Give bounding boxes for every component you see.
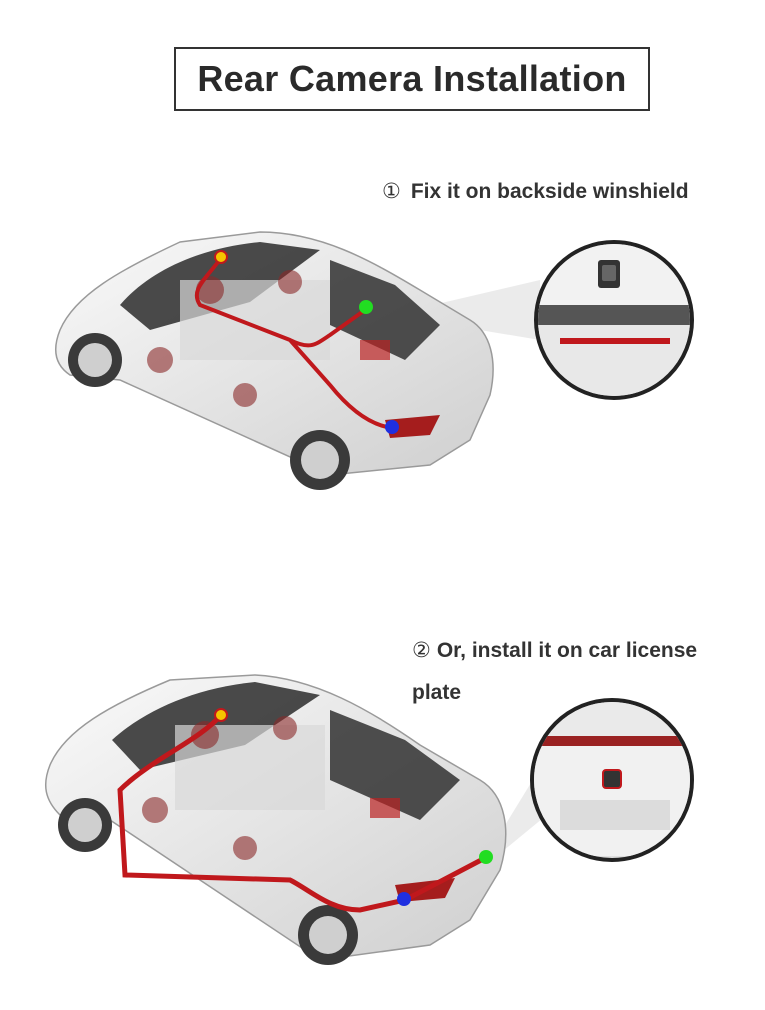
camera-point-icon [359,300,373,314]
car-cutaway-icon [54,231,494,490]
title-box: Rear Camera Installation [174,47,650,111]
step-1-label: ① Fix it on backside winshield [382,179,689,204]
step-2-marker: ② [412,639,431,662]
tail-light-point-icon [385,420,399,434]
cable-route [194,256,393,430]
step-1-marker: ① [382,180,401,203]
camera-point-icon [479,850,493,864]
tail-light-point-icon [397,892,411,906]
scene-license-plate [0,670,765,1000]
dvr-mount-point-icon [214,708,228,722]
step-2-text: Or, install it on car license plate [412,639,698,704]
cable-route [117,713,487,913]
car-cutaway-icon [44,674,507,965]
scene-rear-windshield [0,210,765,510]
dvr-mount-point-icon [214,250,228,264]
camera-zoom-lens-icon [530,698,694,862]
page-title: Rear Camera Installation [197,58,627,99]
step-1-text: Fix it on backside winshield [410,180,689,203]
camera-zoom-lens-icon [534,240,694,400]
